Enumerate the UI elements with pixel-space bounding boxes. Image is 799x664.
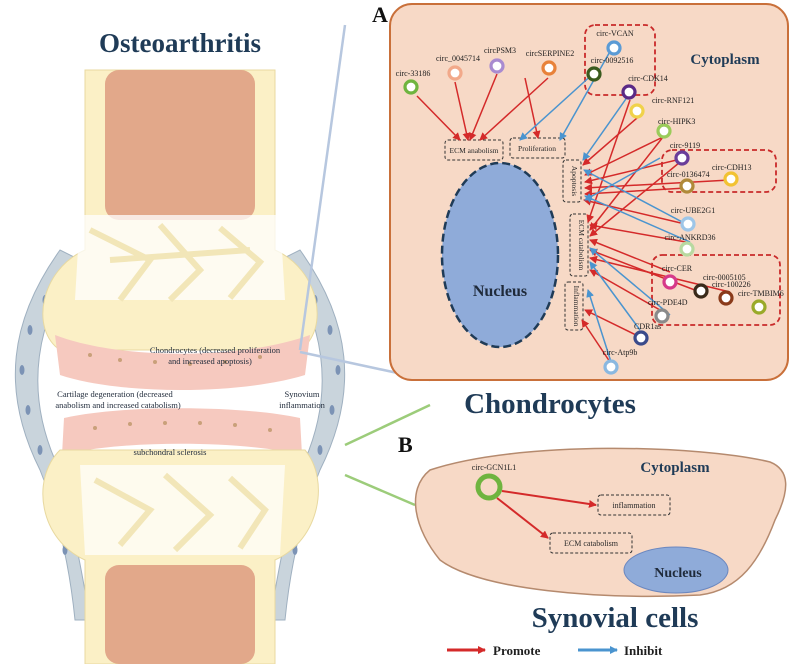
outcome-inflammation: Inflammation [564,281,584,331]
circ-gcn1l1-ring [475,473,503,501]
circrna-label-ccer: circ-CER [662,264,693,273]
lower-marrow [105,565,255,664]
circrna-label-cvcan: circ-VCAN [596,29,634,38]
cartilage-degeneration-line1: Cartilage degeneration (decreased [57,389,173,399]
subchondral-sclerosis-label: subchondral sclerosis [134,447,207,457]
svg-text:Inflammation: Inflammation [572,286,581,327]
title-synovial-cells: Synovial cells [532,602,699,634]
circrna-label-cpsm3: circPSM3 [484,46,516,55]
panel-b-ecm-catabolism-box [549,532,633,554]
circrna-ring-ccdk14 [621,84,637,100]
circrna-label-cankrd36: circ-ANKRD36 [664,233,715,242]
circrna-ring-ctmbim6 [751,299,767,315]
circrna-label-ccdh13: circ-CDH13 [712,163,752,172]
panel-a-letter: A [372,2,388,27]
circrna-ring-cvcan [606,40,622,56]
circrna-label-c0045714: circ_0045714 [436,54,480,63]
panel-b-arrows [496,490,597,539]
panel-b-inflammation-box [597,494,671,516]
outcome-ecm-anabolism: ECM anabolism [444,139,504,161]
panel-b-cytoplasm-label: Cytoplasm [640,460,710,476]
circrna-label-c9119: circ-9119 [670,141,700,150]
svg-text:ECM catabolism: ECM catabolism [577,220,586,271]
circrna-ring-c100226 [718,290,734,306]
circrna-label-crnf121: circ-RNF121 [652,96,694,105]
synovium-label-line1: Synovium [285,389,320,399]
circrna-label-cserpine2: circSERPINE2 [526,49,574,58]
group-box-vcan [584,24,656,96]
upper-marrow [105,70,255,220]
circrna-rings [403,40,767,375]
circrna-ring-ccer [662,274,678,290]
circrna-label-c0092516: circ-0092516 [591,56,634,65]
circrna-label-c33186: circ-33186 [396,69,431,78]
title-chondrocytes: Chondrocytes [464,388,636,420]
panel-b-ecm-catabolism-label: ECM catabolism [564,539,619,548]
circrna-label-ctmbim6: circ-TMBIM6 [738,289,784,298]
circrna-label-ccdk14: circ-CDK14 [628,74,668,83]
panel-a-regulation-arrows [416,47,731,366]
circrna-ring-c33186 [403,79,419,95]
circrna-ring-cserpine2 [541,60,557,76]
group-box-cer [651,254,781,326]
outcome-ecm-catabolism: ECM catabolism [569,213,589,277]
group-box-cdh13 [661,149,777,193]
panel-a-cytoplasm-label: Cytoplasm [690,52,760,68]
panel-b-inflammation-label: inflammation [612,501,655,510]
joint-illustration [14,69,346,664]
circrna-ring-ccdh13 [723,171,739,187]
outcome-proliferation: Proliferation [509,137,566,159]
svg-text:Proliferation: Proliferation [518,144,556,153]
chondrocytes-note-line2: and increased apoptosis) [168,356,252,366]
outcome-apoptosis: Apoptosis [562,159,582,203]
circrna-ring-catp9b [603,359,619,375]
circrna-ring-cube2g1 [680,216,696,232]
legend-inhibit-label: Inhibit [624,643,663,658]
circrna-ring-c0136474 [679,178,695,194]
legend: Promote Inhibit [447,643,663,658]
circrna-label-catp9b: circ-Atp9b [603,348,638,357]
synovium-label-line2: inflammation [279,400,326,410]
svg-text:Apoptosis: Apoptosis [570,166,579,197]
panel-b-nucleus [623,546,729,594]
circrna-label-c0005105: circ-0005105 [703,273,746,282]
circrna-ring-c0005105 [693,283,709,299]
upper-cartilage [55,335,310,390]
circrna-label-cpde4d: circ-PDE4D [648,298,688,307]
svg-text:ECM anabolism: ECM anabolism [450,146,499,155]
legend-promote-label: Promote [493,643,541,658]
circrna-label-c100226: circ-100226 [712,280,751,289]
circrna-ring-crnf121 [629,103,645,119]
circrna-ring-c0092516 [586,66,602,82]
circrna-label-c0136474: circ-0136474 [667,170,710,179]
circrna-label-chipk3: circ-HIPK3 [658,117,695,126]
circrna-labels: circ-33186 circ_0045714 circPSM3 circSERPIN… [396,29,784,357]
panel-b-letter: B [398,432,413,457]
circ-gcn1l1-label: circ-GCN1L1 [472,463,516,472]
circrna-ring-cpsm3 [489,58,505,74]
circrna-ring-c0045714 [447,65,463,81]
circrna-ring-c9119 [674,150,690,166]
chondrocytes-note-line1: Chondrocytes (decreased proliferation [150,345,281,355]
circrna-ring-chipk3 [656,123,672,139]
circrna-label-cdr1as: CDR1as [634,322,661,331]
cartilage-degeneration-line2: anabolism and increased catabolism) [55,400,180,410]
title-osteoarthritis: Osteoarthritis [99,28,261,58]
panel-a-nucleus [440,161,560,349]
circrna-ring-cdr1as [633,330,649,346]
circrna-ring-cankrd36 [679,241,695,257]
circrna-label-cube2g1: circ-UBE2G1 [671,206,715,215]
panel-b-nucleus-label: Nucleus [654,566,702,581]
circrna-ring-cpde4d [654,308,670,324]
lower-cartilage [62,408,302,455]
panel-a-nucleus-label: Nucleus [473,283,527,300]
